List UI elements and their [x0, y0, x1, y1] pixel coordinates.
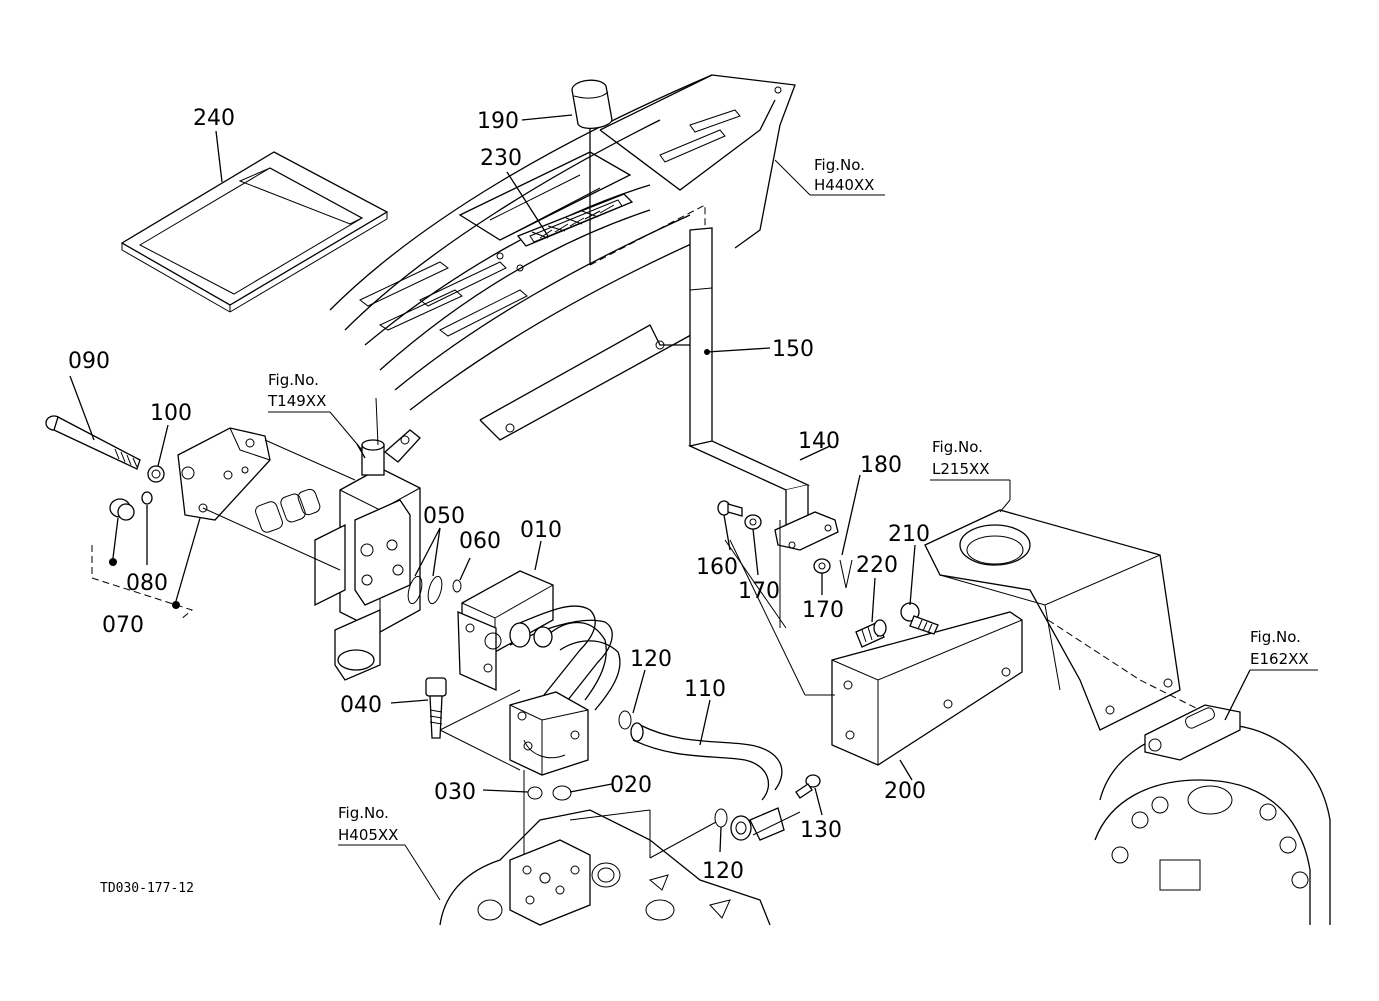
split-pin-180 — [839, 474, 861, 589]
pump-h405 — [338, 809, 771, 926]
figure-references: Fig.No. H440XX Fig.No. T149XX Fig.No. L2… — [267, 156, 1309, 844]
bolt-040 — [390, 677, 447, 739]
fig-prefix-h440: Fig.No. — [814, 156, 865, 174]
label-110: 110 — [684, 677, 726, 702]
label-060: 060 — [459, 529, 501, 554]
manual-booklet — [120, 130, 389, 313]
o-ring-060 — [452, 557, 471, 593]
fitting-220 — [855, 577, 887, 648]
lever-arm-140 — [687, 440, 839, 551]
pipe-110 — [630, 699, 785, 841]
label-030: 030 — [434, 780, 476, 805]
label-180: 180 — [860, 453, 902, 478]
pipe-assembly — [509, 605, 621, 711]
label-130: 130 — [800, 818, 842, 843]
label-120-lower: 120 — [702, 859, 744, 884]
label-120-upper: 120 — [630, 647, 672, 672]
transmission-e162 — [1094, 669, 1331, 925]
label-050: 050 — [423, 504, 465, 529]
long-bolt-090 — [45, 375, 141, 470]
fig-code-h405: H405XX — [338, 826, 398, 844]
bracket-200 — [729, 539, 1023, 781]
fig-code-e162: E162XX — [1250, 650, 1309, 668]
label-070: 070 — [102, 613, 144, 638]
label-230: 230 — [480, 146, 522, 171]
label-100: 100 — [150, 401, 192, 426]
fender-platform — [329, 74, 885, 441]
o-ring-120a — [618, 669, 646, 730]
washer-100 — [147, 424, 169, 483]
label-210: 210 — [888, 522, 930, 547]
fig-prefix-h405: Fig.No. — [338, 804, 389, 822]
label-020: 020 — [610, 773, 652, 798]
fig-code-l215: L215XX — [932, 460, 990, 478]
label-190: 190 — [477, 109, 519, 134]
flange-plate — [177, 427, 356, 571]
shift-gate-plate — [506, 171, 634, 247]
adapter-plate — [439, 689, 589, 776]
label-140: 140 — [798, 429, 840, 454]
label-010: 010 — [520, 518, 562, 543]
label-170-right: 170 — [802, 598, 844, 623]
label-240: 240 — [193, 106, 235, 131]
label-170-left: 170 — [738, 579, 780, 604]
control-valve — [314, 397, 421, 681]
lever-knob — [521, 79, 706, 266]
bolt-210 — [900, 544, 939, 635]
fig-code-t149: T149XX — [267, 392, 326, 410]
lever-rod-150 — [689, 227, 771, 447]
label-090: 090 — [68, 349, 110, 374]
part-labels: 240 190 230 090 100 080 070 050 060 010 … — [68, 106, 930, 884]
washer-170b — [813, 558, 831, 595]
label-040: 040 — [340, 693, 382, 718]
label-160: 160 — [696, 555, 738, 580]
o-ring-120b — [649, 808, 728, 859]
label-200: 200 — [884, 779, 926, 804]
washer-170a — [744, 514, 762, 576]
fig-prefix-l215: Fig.No. — [932, 438, 983, 456]
drawing-code: TD030-177-12 — [100, 881, 194, 896]
fig-prefix-e162: Fig.No. — [1250, 628, 1301, 646]
label-150: 150 — [772, 337, 814, 362]
fig-prefix-t149: Fig.No. — [268, 371, 319, 389]
valve-gaskets — [255, 488, 321, 533]
label-220: 220 — [856, 553, 898, 578]
bolt-160 — [717, 500, 743, 551]
plug-070 — [91, 491, 201, 621]
fig-code-h440: H440XX — [814, 176, 874, 194]
o-rings-050 — [407, 527, 443, 605]
bolt-130 — [752, 774, 823, 836]
o-rings-020-030 — [482, 770, 613, 860]
casting-l215 — [924, 479, 1201, 731]
label-080: 080 — [126, 571, 168, 596]
